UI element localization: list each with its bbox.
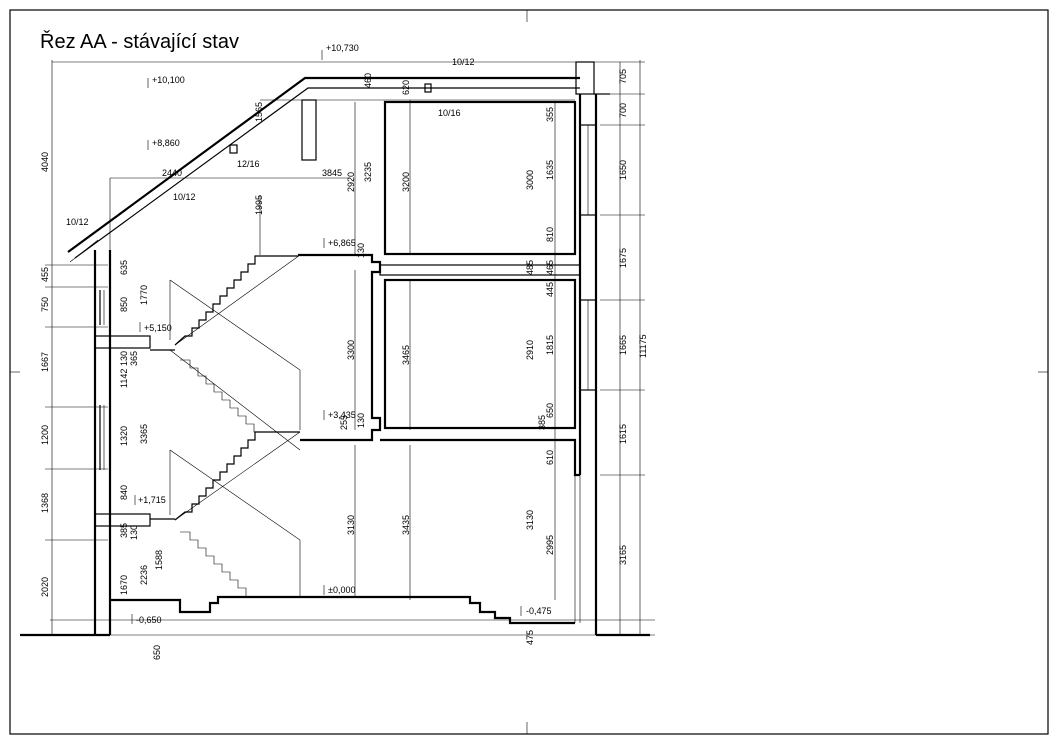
level-label: -0,475: [526, 606, 552, 616]
dimension-label: 475: [525, 630, 535, 645]
dimension-label: 11175: [638, 334, 648, 358]
dimension-label: 840: [119, 485, 129, 500]
dimension-label: 3130: [346, 515, 356, 535]
level-label: -0,650: [136, 615, 162, 625]
profile-label: 10/12: [452, 57, 475, 67]
dimension-label: 1995: [254, 195, 264, 215]
dimension-label: 455: [40, 267, 50, 282]
dimension-label: 3130: [525, 510, 535, 530]
dimension-label: 1675: [618, 248, 628, 268]
rooms: [259, 60, 650, 637]
left-dimension-chain: [45, 60, 108, 635]
dimension-label: 1588: [154, 550, 164, 570]
dimension-label: 650: [545, 403, 555, 418]
dimension-label: 1667: [40, 352, 50, 372]
dimension-label: 3365: [139, 424, 149, 444]
dimension-label: 1770: [139, 285, 149, 305]
dimension-label: 3435: [401, 515, 411, 535]
dimension-label: 1635: [545, 160, 555, 180]
dimension-label: 2020: [40, 577, 50, 597]
dimension-label: 700: [618, 103, 628, 118]
dimension-label: 3200: [401, 172, 411, 192]
profile-label: 10/12: [66, 217, 89, 227]
level-label: +3,435: [328, 410, 356, 420]
drawing-title: Řez AA - stávající stav: [40, 30, 239, 53]
dimension-label: 355: [545, 107, 555, 122]
dimension-label: 1320: [119, 426, 129, 446]
dimension-label: 1368: [40, 493, 50, 513]
dimension-label: 3235: [363, 162, 373, 182]
dimension-label: 850: [119, 297, 129, 312]
dimension-label: 3845: [322, 168, 342, 178]
dimension-label: 1650: [618, 160, 628, 180]
dimension-label: 385: [537, 415, 547, 430]
dimension-label: 1665: [618, 335, 628, 355]
dimension-label: 485: [525, 260, 535, 275]
level-label: +5,150: [144, 323, 172, 333]
dimension-label: 130: [356, 413, 366, 428]
left-wall: [20, 250, 151, 637]
dimension-label: 3465: [401, 345, 411, 365]
dimension-label: 1142: [119, 369, 129, 388]
dimension-label: 620: [401, 80, 411, 95]
level-label: +10,730: [326, 43, 359, 53]
sheet-frame: [9, 9, 1049, 735]
dimension-label: 130: [356, 243, 366, 258]
dimension-label: 610: [545, 450, 555, 465]
dimension-label: 2440: [162, 168, 182, 178]
roof: [67, 61, 610, 263]
dimension-label: 2995: [545, 535, 555, 555]
stair-flights: [169, 254, 301, 597]
dimension-label: 3000: [525, 170, 535, 190]
level-label: +6,865: [328, 238, 356, 248]
dimension-label: 465: [545, 260, 555, 275]
dimension-label: 3165: [618, 545, 628, 565]
dimension-label: 4040: [40, 152, 50, 172]
dimension-label: 1615: [618, 424, 628, 444]
dimension-label: 705: [618, 69, 628, 84]
dimension-label: 2910: [525, 340, 535, 360]
dimension-label: 385: [119, 523, 129, 538]
profile-label: 12/16: [237, 159, 260, 169]
dimension-label: 1200: [40, 425, 50, 445]
dimension-label: 2236: [139, 565, 149, 585]
dimension-label: 3300: [346, 340, 356, 360]
dimension-label: 810: [545, 227, 555, 242]
dimension-label: 750: [40, 297, 50, 312]
dimension-label: 130: [119, 351, 129, 366]
level-label: ±0,000: [328, 585, 355, 595]
level-label: +8,860: [152, 138, 180, 148]
dimension-label: 1565: [254, 102, 264, 122]
level-label: +10,100: [152, 75, 185, 85]
profile-label: 10/12: [173, 192, 196, 202]
level-label: +1,715: [138, 495, 166, 505]
level-markers: [131, 50, 522, 624]
dimension-label: 130: [129, 525, 139, 540]
dimension-label: 255: [339, 415, 349, 430]
floor-slabs: [110, 253, 575, 625]
dimension-label: 445: [545, 282, 555, 297]
dimension-label: 635: [119, 260, 129, 275]
dimension-label: 365: [129, 351, 139, 366]
dimension-label: 1815: [545, 335, 555, 355]
dimension-label: 1670: [119, 575, 129, 595]
dimension-label: 460: [363, 73, 373, 88]
dimension-label: 650: [152, 645, 162, 660]
dimension-label: 2920: [346, 172, 356, 192]
profile-label: 10/16: [438, 108, 461, 118]
